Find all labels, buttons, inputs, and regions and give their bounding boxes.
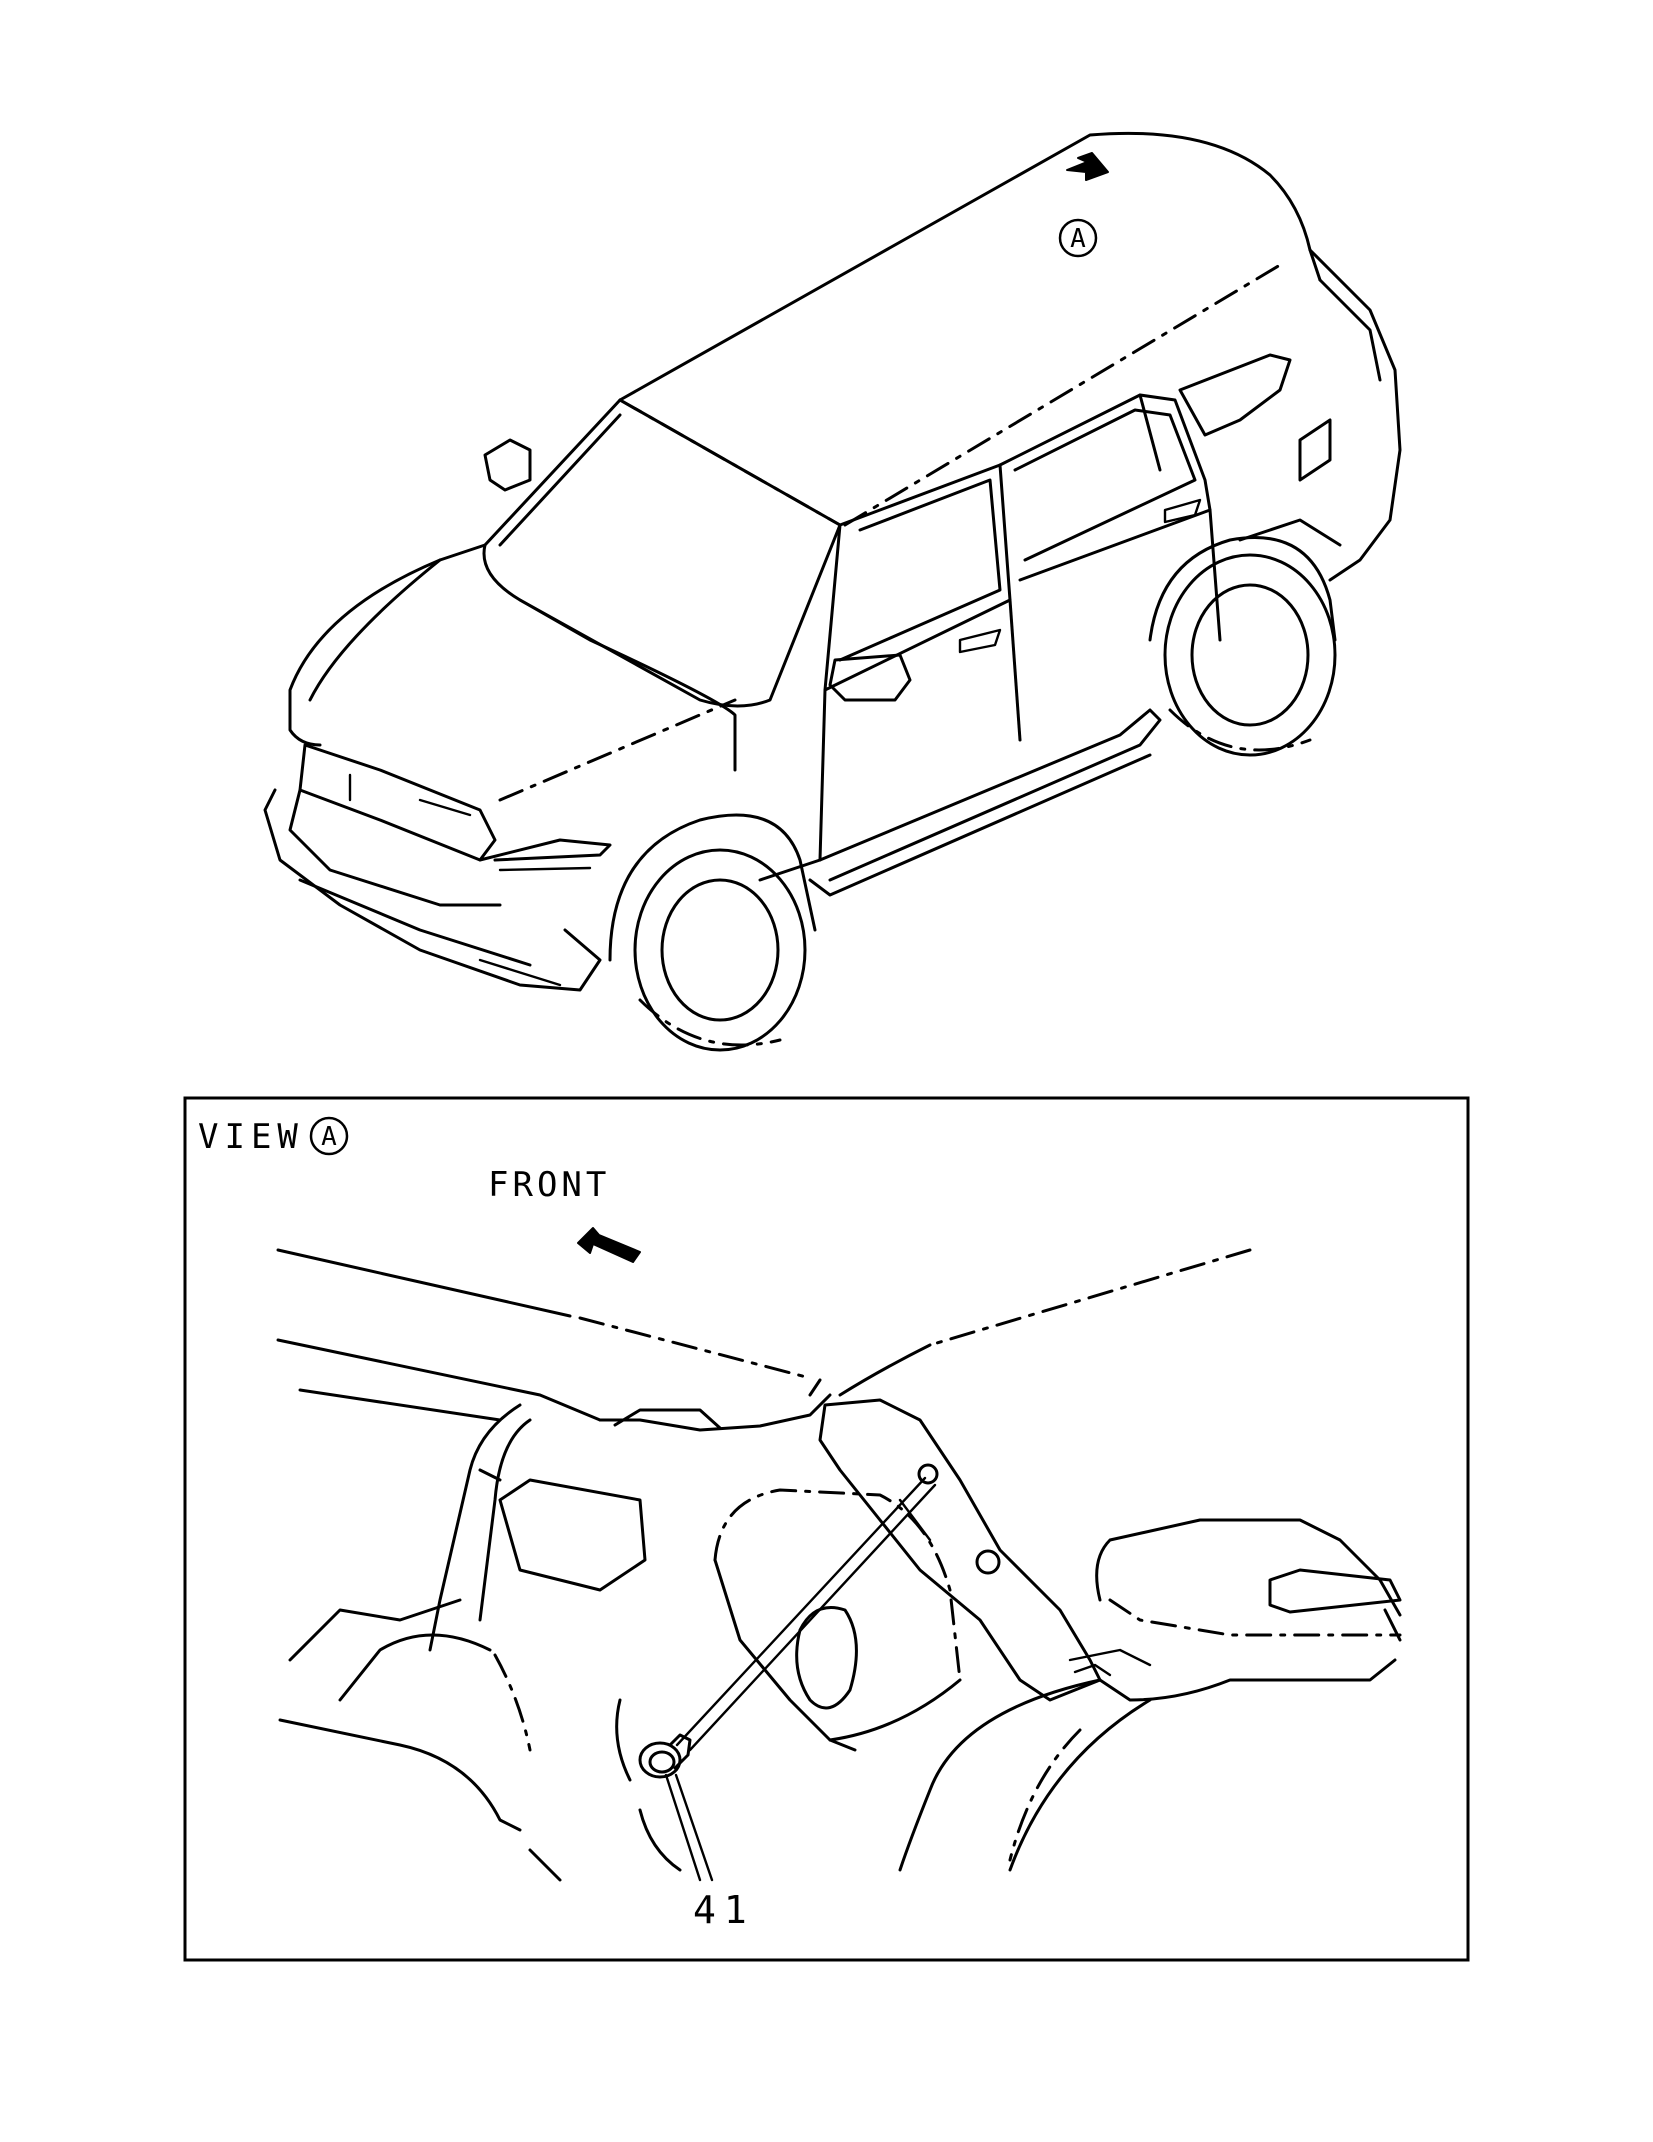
part-number-label: 41 bbox=[693, 1888, 755, 1932]
view-a-heading: VIEW A bbox=[198, 1116, 349, 1157]
front-label: FRONT bbox=[488, 1165, 610, 1205]
view-letter: A bbox=[321, 1122, 337, 1152]
view-label: VIEW bbox=[198, 1117, 304, 1157]
front-direction-arrow bbox=[577, 1227, 641, 1263]
bolt-41 bbox=[638, 1733, 692, 1779]
view-a-detail-drawing bbox=[276, 1248, 1402, 1882]
view-direction-arrow bbox=[1066, 152, 1109, 181]
view-a-callout-letter: A bbox=[1070, 224, 1086, 254]
view-a-callout: A bbox=[1058, 218, 1098, 258]
view-a-frame bbox=[183, 1096, 1470, 1962]
vehicle-overview bbox=[263, 131, 1402, 1052]
